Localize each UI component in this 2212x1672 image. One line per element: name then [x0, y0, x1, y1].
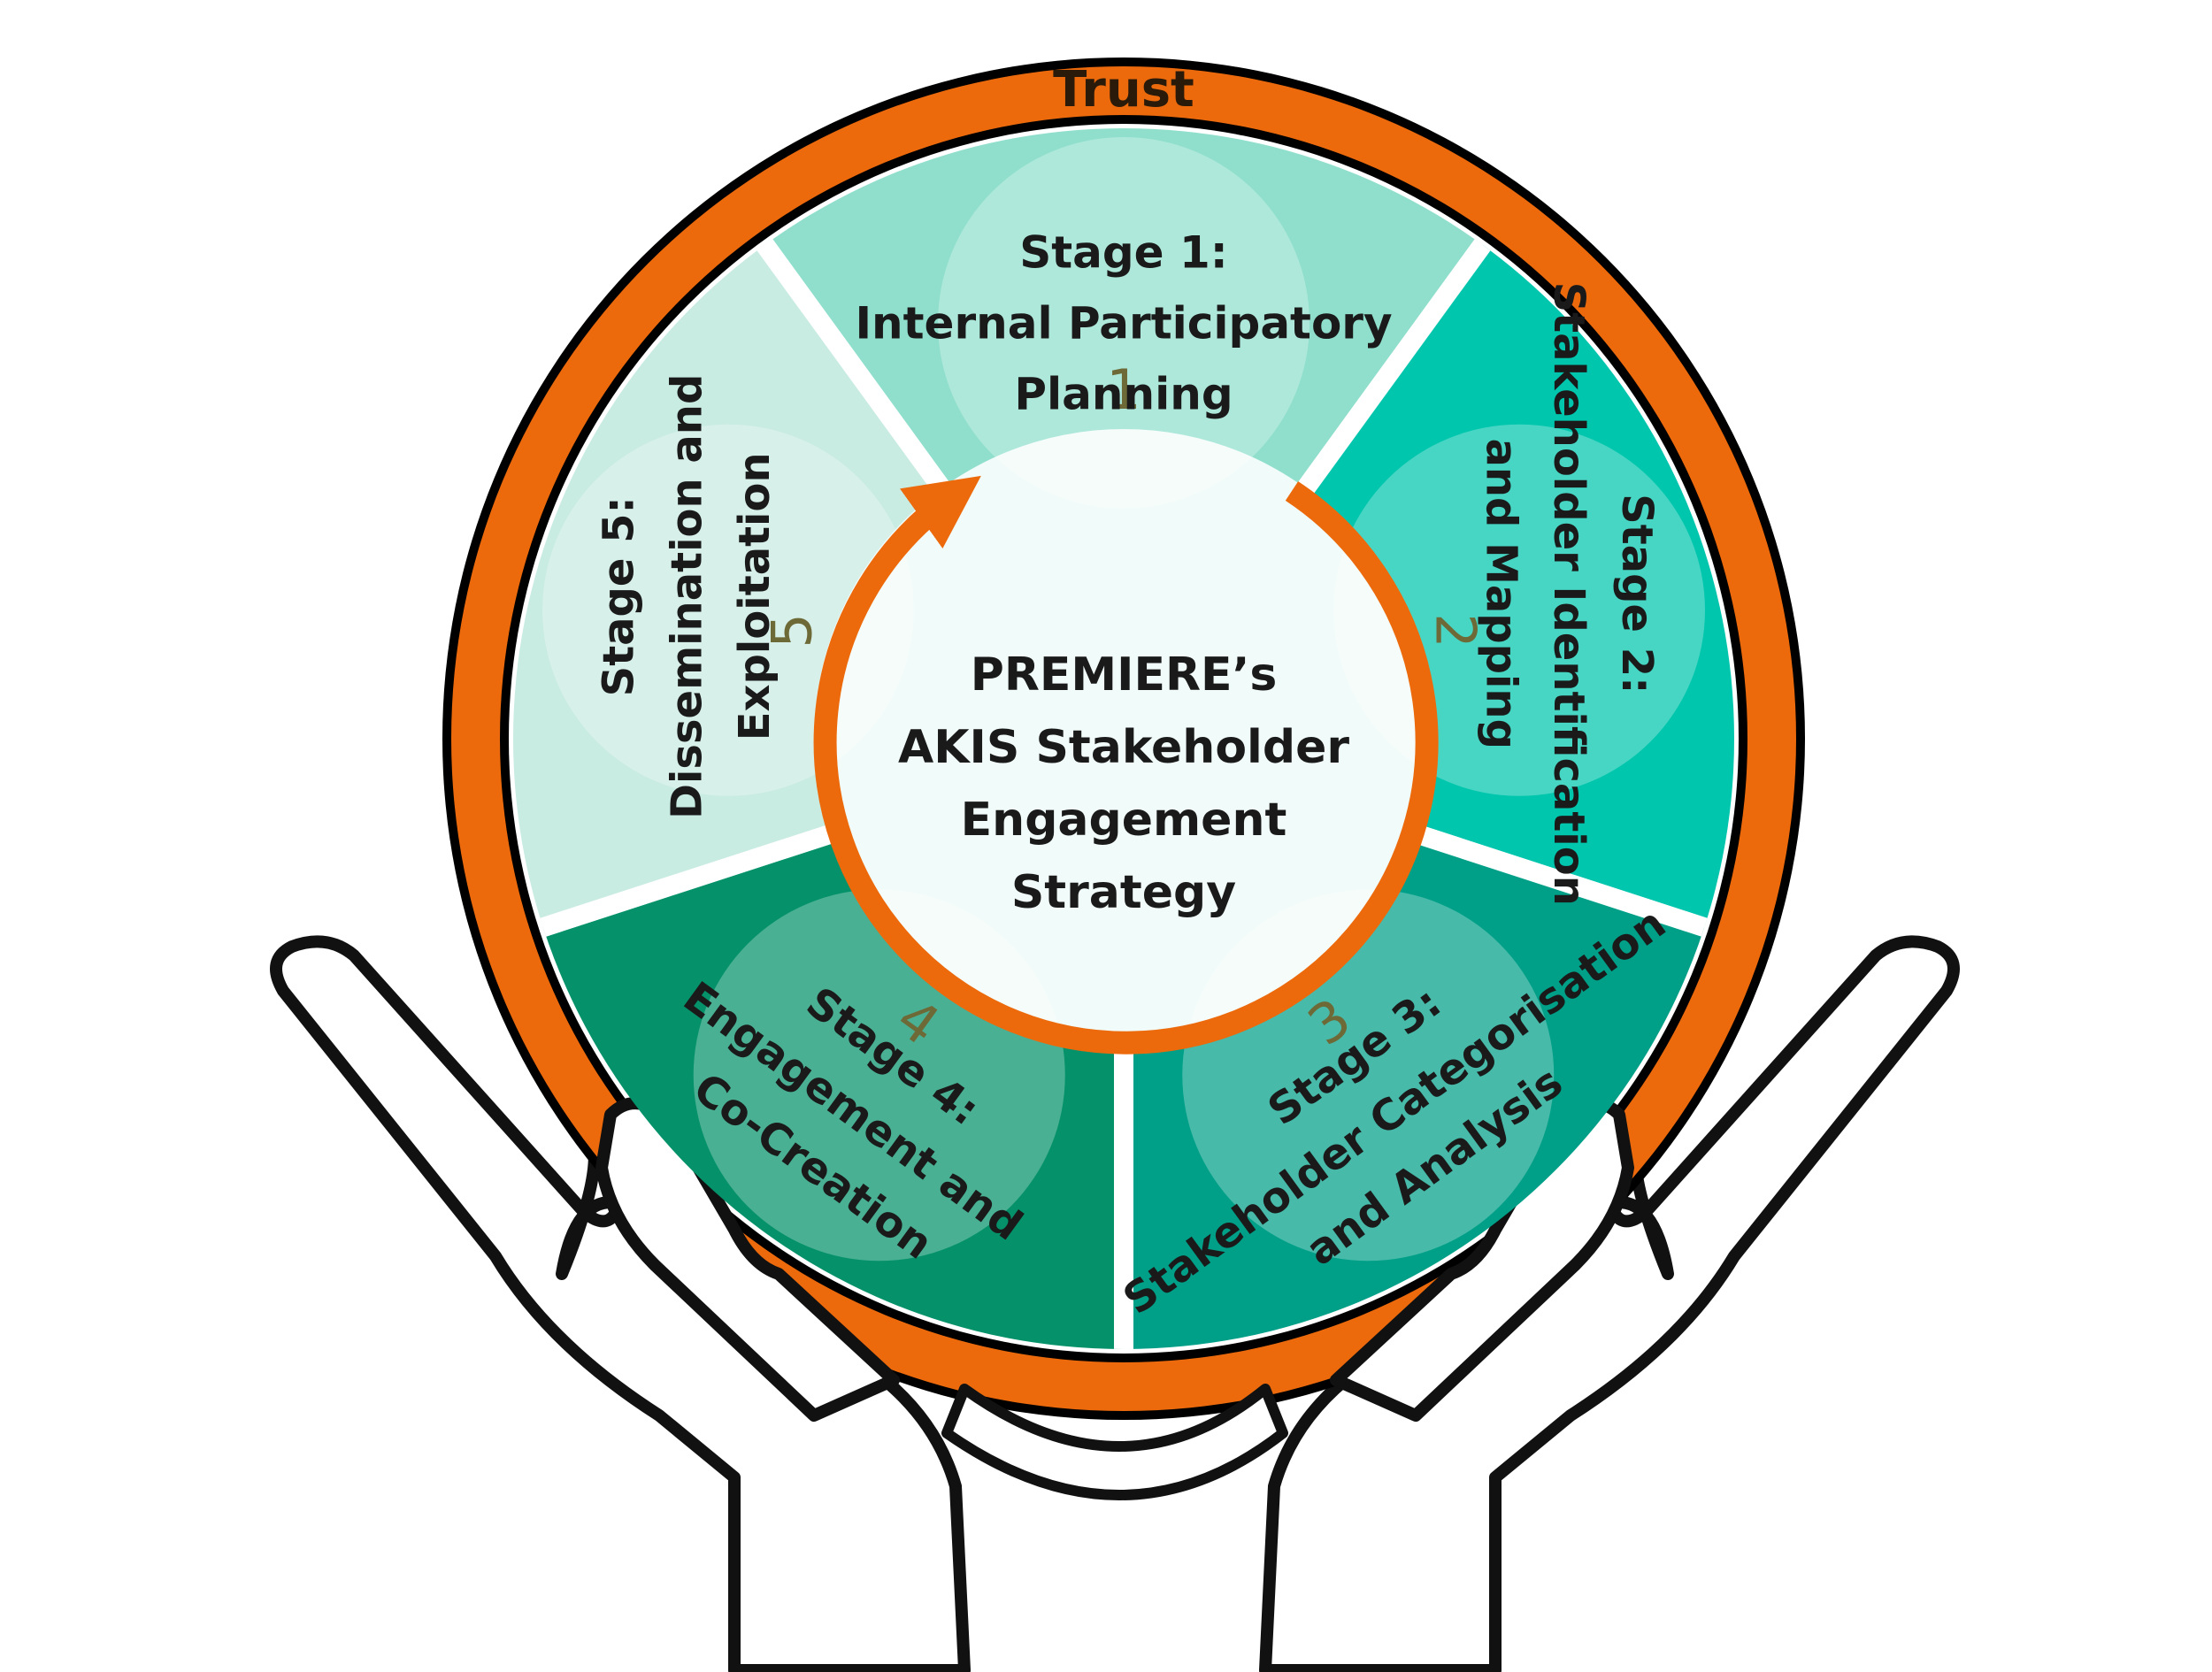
palm-base	[941, 1384, 1288, 1500]
cycle-arrow	[813, 475, 1439, 1055]
stage-5-label-line-3: Exploitation	[730, 452, 780, 740]
stage-1-label-line-1: Stage 1:	[1019, 227, 1228, 279]
stage-2-label-line-3: and Mapping	[1476, 438, 1525, 749]
stage-1-label-line-3: Planning	[1014, 369, 1233, 420]
stage-2-label-line-2: Stakeholder Identification	[1544, 282, 1594, 906]
stage-2-label-line-1: Stage 2:	[1612, 494, 1662, 694]
center-title-line-4: Strategy	[1011, 866, 1236, 919]
stage-5-label: Stage 5: Dissemination and Exploitation	[594, 374, 780, 819]
stage-5-number: 5	[759, 613, 824, 648]
center-title-line-3: Engagement	[961, 794, 1287, 847]
stage-5-label-line-1: Stage 5:	[594, 496, 643, 696]
stage-5-label-line-2: Dissemination and	[662, 374, 711, 819]
stage-1-label-line-2: Internal Participatory	[855, 298, 1392, 349]
stage-1-badge-circle	[938, 137, 1310, 509]
center-title: PREMIERE’s AKIS Stakeholder Engagement S…	[898, 648, 1349, 919]
center-circle	[814, 429, 1433, 1048]
center-title-line-2: AKIS Stakeholder	[898, 721, 1349, 774]
stage-1-number: 1	[1106, 357, 1141, 422]
center-title-line-1: PREMIERE’s	[971, 648, 1278, 702]
trust-label: Trust	[1053, 61, 1194, 119]
stage-3-badge-circle	[1182, 889, 1555, 1262]
stage-2-number: 2	[1424, 613, 1488, 648]
stage-2-label: Stage 2: Stakeholder Identification and Ma…	[1476, 282, 1662, 906]
stage-4-badge-circle	[693, 889, 1065, 1262]
